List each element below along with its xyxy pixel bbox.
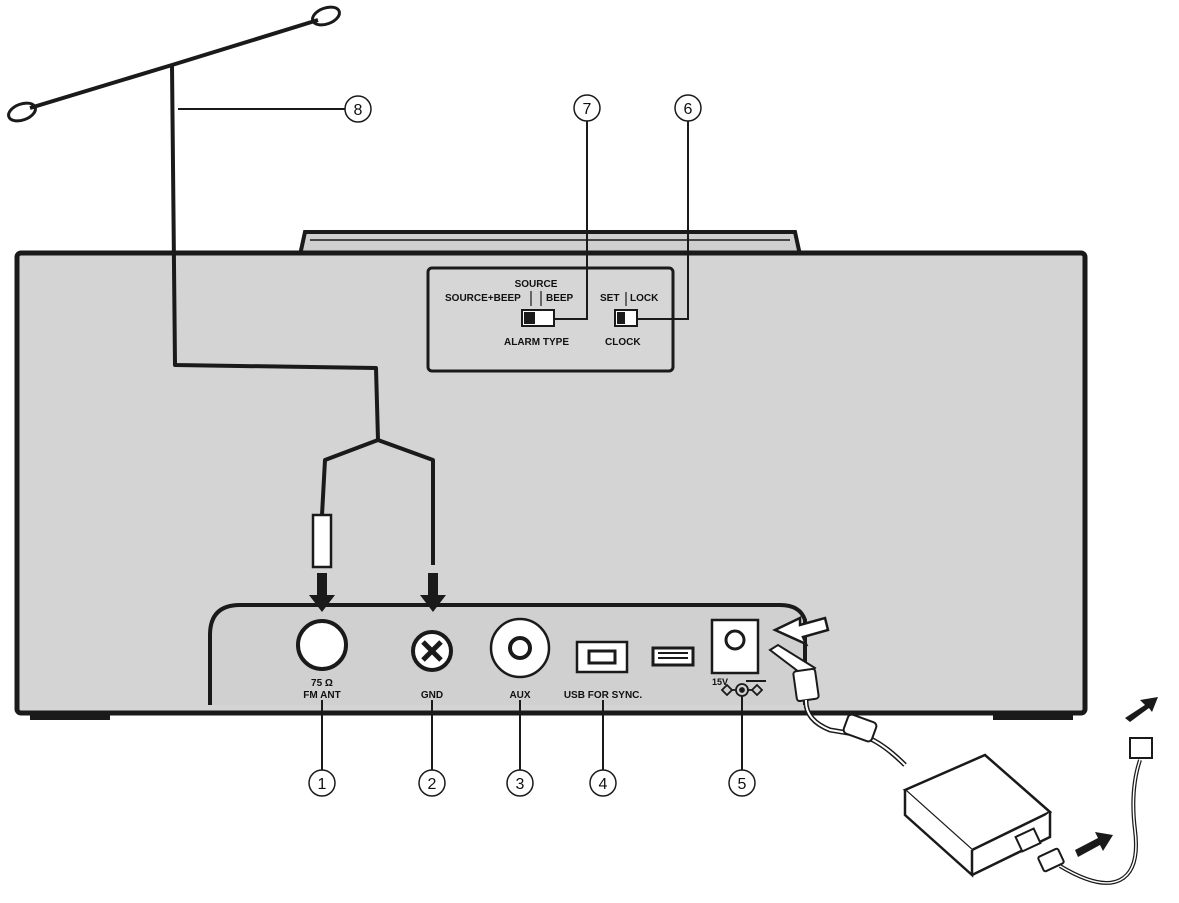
alarm-source-label: SOURCE xyxy=(515,279,558,290)
gnd-label: GND xyxy=(421,690,443,701)
callout-6: 6 xyxy=(674,94,702,122)
svg-text:6: 6 xyxy=(684,101,693,118)
svg-text:8: 8 xyxy=(354,102,363,119)
svg-text:1: 1 xyxy=(318,776,327,793)
callout-5: 5 xyxy=(728,769,756,797)
usb-port-2-pins xyxy=(658,652,688,659)
fm-ant-jack[interactable] xyxy=(296,619,348,671)
usb-sync-socket xyxy=(587,649,617,665)
callout-line-6 xyxy=(636,121,689,320)
antenna-loop-left xyxy=(7,101,37,123)
ac-plug-arrow xyxy=(1075,832,1113,857)
dc-plug xyxy=(768,643,820,702)
dc-voltage-label: 15V xyxy=(712,677,728,687)
dc-in-jack-hole xyxy=(724,629,746,651)
aux-label: AUX xyxy=(509,690,530,701)
fm-ant-label: FM ANT xyxy=(303,690,340,701)
svg-text:5: 5 xyxy=(738,776,747,793)
ac-plug xyxy=(1037,847,1065,873)
svg-text:7: 7 xyxy=(583,101,592,118)
callout-2: 2 xyxy=(418,769,446,797)
ac-adapter xyxy=(902,753,1053,878)
dc-plug-arrow xyxy=(772,616,830,647)
svg-text:4: 4 xyxy=(599,776,608,793)
callout-7: 7 xyxy=(573,94,601,122)
clock-lock-label: LOCK xyxy=(630,293,659,304)
alarm-source-beep-label: SOURCE+BEEP xyxy=(445,293,521,304)
foot-right xyxy=(993,712,1073,720)
svg-text:2: 2 xyxy=(428,776,437,793)
callout-1: 1 xyxy=(308,769,336,797)
ac-cord xyxy=(1058,759,1142,885)
alarm-type-title: ALARM TYPE xyxy=(504,337,569,348)
fm-ohm-label: 75 Ω xyxy=(311,678,333,689)
ferrite-core xyxy=(842,713,878,743)
alarm-beep-label: BEEP xyxy=(546,293,574,304)
antenna-plug xyxy=(311,513,333,569)
ac-cord-inner xyxy=(1059,759,1141,884)
clock-switch-knob xyxy=(617,312,625,324)
usb-port-2[interactable] xyxy=(651,646,695,667)
dc-in-jack[interactable] xyxy=(710,618,760,675)
callout-4: 4 xyxy=(589,769,617,797)
foot-left xyxy=(30,712,110,720)
down-arrow-gnd xyxy=(420,573,446,612)
antenna-wire xyxy=(29,18,435,565)
clock-title: CLOCK xyxy=(605,337,641,348)
antenna-loop-right xyxy=(311,5,341,27)
gnd-screw-icon xyxy=(421,640,443,662)
aux-jack-center xyxy=(508,636,532,660)
svg-text:3: 3 xyxy=(516,776,525,793)
wall-plug-arrow xyxy=(1125,697,1158,722)
callout-3: 3 xyxy=(506,769,534,797)
clock-set-label: SET xyxy=(600,293,619,304)
wall-plug xyxy=(1129,737,1153,759)
dc-polarity-icon xyxy=(720,683,764,697)
usb-sync-label: USB FOR SYNC. xyxy=(564,690,643,701)
alarm-type-switch-knob xyxy=(524,312,535,324)
down-arrow-fm xyxy=(309,573,335,612)
callout-line-7 xyxy=(554,121,588,320)
callout-8: 8 xyxy=(344,95,372,123)
